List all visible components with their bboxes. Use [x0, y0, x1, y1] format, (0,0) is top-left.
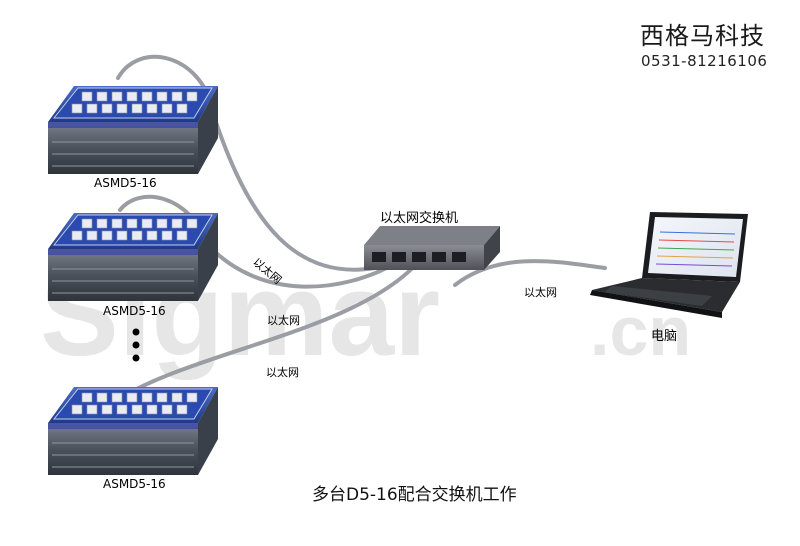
ellipsis-dots	[132, 328, 140, 362]
switch-label: 以太网交换机	[380, 211, 459, 226]
cable-device3-switch	[118, 258, 422, 400]
device-port	[111, 392, 123, 403]
link-label-4: 以太网	[524, 286, 557, 299]
device-port	[146, 103, 158, 114]
device-port	[116, 103, 128, 114]
device-port	[176, 103, 188, 114]
device-port	[81, 91, 93, 102]
computer-label: 电脑	[651, 329, 678, 344]
device-port	[161, 230, 173, 241]
device-port	[156, 218, 168, 229]
device-2	[47, 212, 219, 302]
diagram-caption: 多台D5-16配合交换机工作	[312, 485, 517, 505]
link-label-2: 以太网	[267, 314, 300, 327]
device-port	[101, 230, 113, 241]
device-port	[86, 230, 98, 241]
device-port	[186, 91, 198, 102]
device-3-label: ASMD5-16	[103, 477, 166, 491]
device-1	[47, 85, 219, 175]
device-port	[171, 91, 183, 102]
laptop-computer	[590, 212, 748, 318]
device-3	[47, 386, 219, 476]
device-port	[131, 103, 143, 114]
device-port	[146, 404, 158, 415]
device-port	[96, 91, 108, 102]
device-port	[81, 392, 93, 403]
link-label-3: 以太网	[266, 366, 299, 379]
device-port	[146, 230, 158, 241]
device-port	[101, 404, 113, 415]
cable-device2-switch	[206, 243, 400, 289]
device-2-label: ASMD5-16	[103, 304, 166, 318]
brand-phone: 0531-81216106	[641, 52, 768, 70]
device-port	[96, 218, 108, 229]
device-port	[156, 91, 168, 102]
device-port	[81, 218, 93, 229]
device-port	[116, 404, 128, 415]
device-port	[131, 404, 143, 415]
device-1-label: ASMD5-16	[94, 176, 157, 190]
device-port	[141, 91, 153, 102]
device-port	[111, 218, 123, 229]
device-port	[71, 103, 83, 114]
device-port	[71, 230, 83, 241]
device-port	[141, 218, 153, 229]
device-port	[176, 230, 188, 241]
device-port	[161, 103, 173, 114]
device-port	[186, 218, 198, 229]
device-port	[131, 230, 143, 241]
device-port	[156, 392, 168, 403]
cable-switch-computer	[453, 259, 607, 287]
device-port	[126, 392, 138, 403]
device-port	[111, 91, 123, 102]
ethernet-switch	[364, 226, 500, 270]
brand-name: 西格马科技	[640, 22, 765, 50]
device-port	[171, 218, 183, 229]
device-port	[96, 392, 108, 403]
device-port	[161, 404, 173, 415]
cable-device1-switch	[210, 108, 377, 272]
device-port	[171, 392, 183, 403]
device-port	[86, 103, 98, 114]
device-port	[86, 404, 98, 415]
device-port	[126, 218, 138, 229]
device-port	[186, 392, 198, 403]
device-port	[116, 230, 128, 241]
device-port	[126, 91, 138, 102]
device-port	[71, 404, 83, 415]
device-port	[176, 404, 188, 415]
device-port	[141, 392, 153, 403]
device-port	[101, 103, 113, 114]
